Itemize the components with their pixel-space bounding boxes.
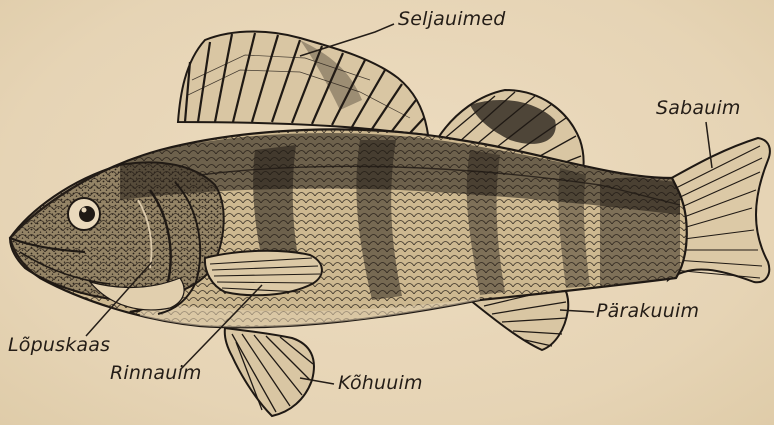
label-kohuuim: Kõhuuim xyxy=(338,374,423,393)
label-sabauim: Sabauim xyxy=(656,99,741,118)
fish-head xyxy=(10,162,224,314)
label-parakuuim: Pärakuuim xyxy=(596,302,699,321)
leader-line-seljauimed xyxy=(300,24,394,56)
pelvic-fin xyxy=(225,328,314,416)
first-dorsal-fin xyxy=(178,32,428,136)
label-seljauimed: Seljauimed xyxy=(398,10,506,29)
label-lopuskaas: Lõpuskaas xyxy=(8,336,110,355)
label-rinnauim: Rinnauim xyxy=(110,364,202,383)
